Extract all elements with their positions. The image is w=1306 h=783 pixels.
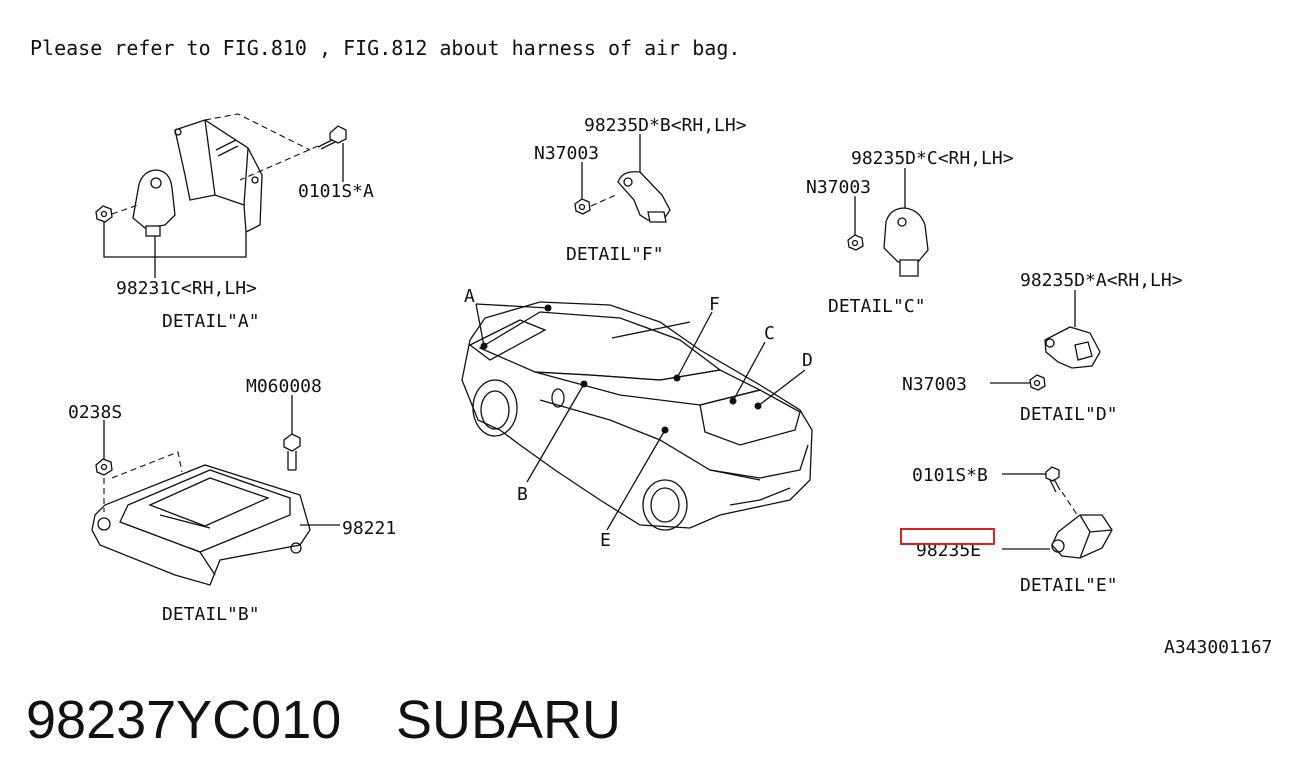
detail-a: 0101S*A 98231C<RH,LH> DETAIL"A" (95, 113, 374, 332)
detail-a-nut (95, 205, 113, 223)
detail-d-sensor (1044, 326, 1101, 369)
detail-b-unit-label: 98221 (342, 518, 396, 539)
detail-f-nut (574, 198, 591, 215)
detail-c: 98235D*C<RH,LH> N37003 DETAIL"C" (806, 148, 1014, 317)
callout-f: F (709, 294, 720, 315)
detail-c-nut-label: N37003 (806, 177, 871, 198)
callout-b: B (517, 484, 528, 505)
detail-d-part-label: 98235D*A<RH,LH> (1020, 270, 1183, 291)
detail-d: 98235D*A<RH,LH> N37003 DETAIL"D" (902, 270, 1183, 425)
callout-d: D (802, 350, 813, 371)
detail-b-nut (95, 458, 113, 476)
part-number: 98237YC010 (26, 690, 341, 750)
detail-f-nut-label: N37003 (534, 143, 599, 164)
highlight-box (900, 528, 995, 545)
detail-b-title: DETAIL"B" (162, 604, 260, 625)
detail-b: 0238S M060008 98221 DETAIL"B" (68, 376, 396, 625)
brand-name: SUBARU (396, 690, 621, 750)
figure-code: A343001167 (1164, 637, 1272, 658)
detail-f-part-label: 98235D*B<RH,LH> (584, 115, 747, 136)
detail-c-title: DETAIL"C" (828, 296, 926, 317)
detail-e-bolt (1045, 466, 1060, 482)
harness-note: Please refer to FIG.810 , FIG.812 about … (30, 36, 740, 60)
detail-c-sensor (883, 207, 929, 263)
car-illustration: A B C D E F (461, 286, 813, 551)
detail-f-title: DETAIL"F" (566, 244, 664, 265)
detail-e: 0101S*B 98235E DETAIL"E" (900, 465, 1118, 596)
detail-a-title: DETAIL"A" (162, 311, 260, 332)
detail-e-part-label: 98235E (916, 540, 981, 561)
detail-a-bolt (329, 125, 347, 144)
callout-e: E (600, 530, 611, 551)
detail-b-nut-label: 0238S (68, 402, 122, 423)
detail-d-nut-label: N37003 (902, 374, 967, 395)
callout-c: C (764, 323, 775, 344)
detail-d-title: DETAIL"D" (1020, 404, 1118, 425)
callout-a: A (464, 286, 475, 307)
detail-b-bolt-label: M060008 (246, 376, 322, 397)
detail-a-part-label: 98231C<RH,LH> (116, 278, 257, 299)
detail-a-sensor (132, 169, 176, 229)
detail-a-bolt-label: 0101S*A (298, 181, 374, 202)
detail-f: 98235D*B<RH,LH> N37003 DETAIL"F" (534, 115, 747, 265)
detail-e-title: DETAIL"E" (1020, 575, 1118, 596)
detail-e-bolt-label: 0101S*B (912, 465, 988, 486)
detail-b-bolt (283, 433, 301, 452)
detail-d-nut (1029, 374, 1046, 391)
detail-e-sensor (1051, 514, 1113, 559)
detail-c-part-label: 98235D*C<RH,LH> (851, 148, 1014, 169)
detail-c-nut (847, 234, 864, 251)
